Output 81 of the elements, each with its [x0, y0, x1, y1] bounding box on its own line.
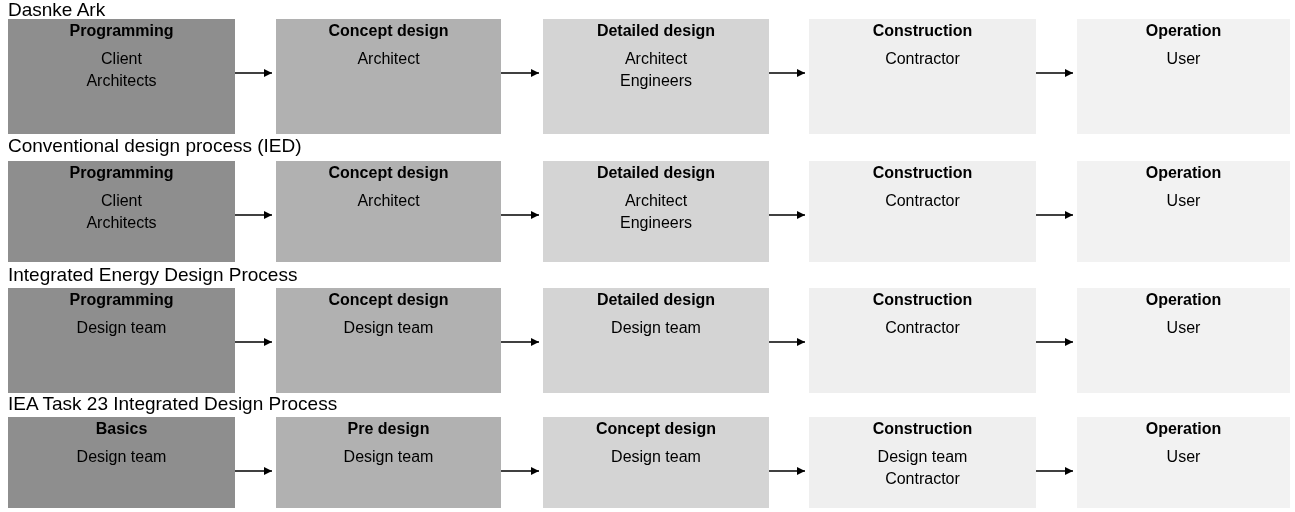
- row-heading: IEA Task 23 Integrated Design Process: [8, 394, 338, 414]
- role-text: Design team: [611, 447, 701, 467]
- role-text: Architect: [357, 191, 420, 211]
- process-box: [809, 19, 1036, 134]
- process-box: [543, 288, 769, 393]
- process-box: [543, 19, 769, 134]
- arrow: [1035, 467, 1074, 475]
- phase-title: Operation: [1145, 419, 1222, 439]
- role-text: Architect: [624, 191, 688, 211]
- process-box: [543, 161, 769, 262]
- phase-title: Concept design: [328, 163, 449, 183]
- arrow: [768, 69, 806, 77]
- role-text: Engineers: [619, 71, 692, 91]
- phase-title: Concept design: [328, 21, 449, 41]
- role-text: Architects: [86, 213, 157, 233]
- process-box: [276, 288, 501, 393]
- role-text: Design team: [343, 447, 434, 467]
- phase-title: Concept design: [596, 419, 716, 439]
- phase-title: Detailed design: [596, 290, 716, 310]
- phase-title: Operation: [1145, 163, 1222, 183]
- role-text: Design team: [343, 318, 434, 338]
- phase-title: Operation: [1145, 290, 1222, 310]
- role-text: Design team: [877, 447, 968, 467]
- arrow: [500, 69, 540, 77]
- arrow: [500, 211, 540, 219]
- phase-title: Programming: [69, 21, 174, 41]
- phase-title: Concept design: [328, 290, 449, 310]
- row-heading: Integrated Energy Design Process: [8, 265, 298, 285]
- arrow: [768, 467, 806, 475]
- phase-title: Construction: [872, 163, 973, 183]
- arrow: [500, 338, 540, 346]
- role-text: Contractor: [885, 191, 960, 211]
- role-text: Design team: [76, 318, 167, 338]
- process-box: [809, 288, 1036, 393]
- process-box: [276, 417, 501, 508]
- arrow: [500, 467, 540, 475]
- role-text: Architect: [624, 49, 688, 69]
- arrow: [1035, 338, 1074, 346]
- role-text: User: [1166, 191, 1201, 211]
- phase-title: Basics: [95, 419, 148, 439]
- process-box: [276, 161, 501, 262]
- process-box: [8, 161, 235, 262]
- arrow: [234, 467, 273, 475]
- arrow: [1035, 211, 1074, 219]
- phase-title: Construction: [872, 21, 973, 41]
- phase-title: Detailed design: [596, 21, 716, 41]
- arrow: [234, 211, 273, 219]
- role-text: User: [1166, 49, 1201, 69]
- phase-title: Construction: [872, 290, 973, 310]
- arrow: [234, 338, 273, 346]
- row-heading: Dasnke Ark: [8, 0, 106, 20]
- process-box: [809, 161, 1036, 262]
- arrow: [768, 338, 806, 346]
- phase-title: Pre design: [347, 419, 430, 439]
- role-text: Client: [101, 49, 142, 69]
- phase-title: Construction: [872, 419, 973, 439]
- process-box: [809, 417, 1036, 508]
- role-text: Engineers: [619, 213, 692, 233]
- process-box: [276, 19, 501, 134]
- process-box: [543, 417, 769, 508]
- role-text: User: [1166, 318, 1201, 338]
- role-text: Design team: [76, 447, 167, 467]
- phase-title: Programming: [69, 163, 174, 183]
- role-text: User: [1166, 447, 1201, 467]
- role-text: Client: [101, 191, 142, 211]
- row-heading: Conventional design process (IED): [8, 136, 302, 156]
- arrow: [234, 69, 273, 77]
- role-text: Contractor: [885, 318, 960, 338]
- arrow: [1035, 69, 1074, 77]
- phase-title: Programming: [69, 290, 174, 310]
- role-text: Contractor: [885, 49, 960, 69]
- process-box: [8, 288, 235, 393]
- role-text: Design team: [611, 318, 701, 338]
- role-text: Architect: [357, 49, 420, 69]
- role-text: Architects: [86, 71, 157, 91]
- role-text: Contractor: [885, 469, 960, 489]
- process-box: [8, 19, 235, 134]
- arrow: [768, 211, 806, 219]
- phase-title: Operation: [1145, 21, 1222, 41]
- phase-title: Detailed design: [596, 163, 716, 183]
- process-box: [8, 417, 235, 508]
